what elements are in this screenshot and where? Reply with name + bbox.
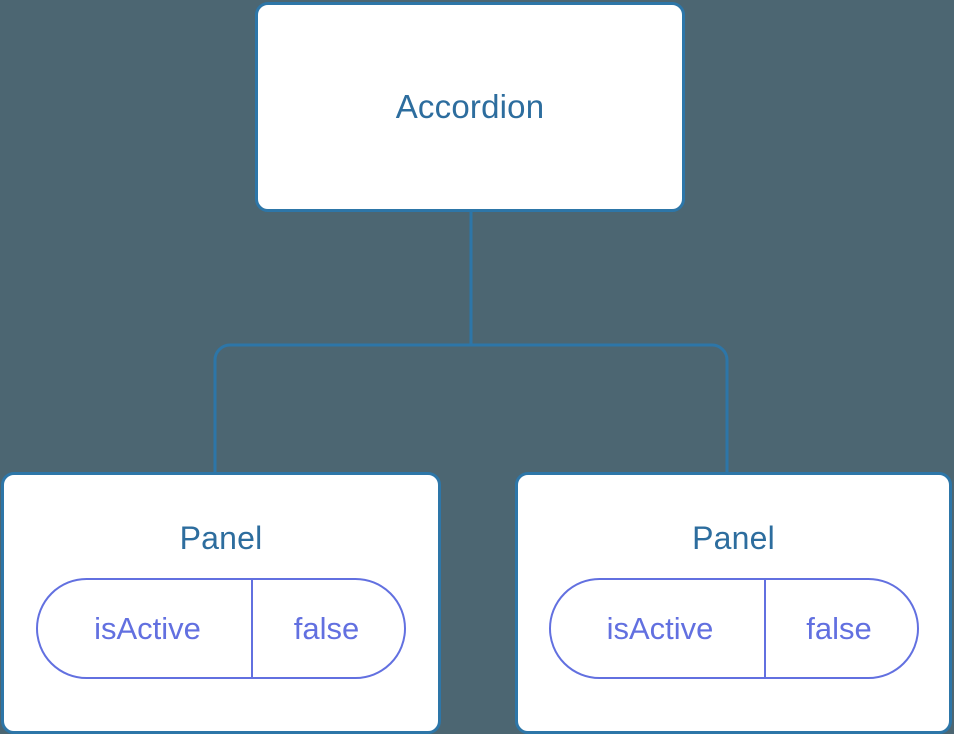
prop-divider [763, 580, 766, 678]
node-panel-right[interactable]: Panel isActive false [515, 472, 952, 734]
node-panel-left-title: Panel [179, 520, 263, 556]
edge-to-panel-left [213, 343, 471, 472]
prop-key-label: isActive [606, 611, 714, 647]
prop-badge-isactive-right[interactable]: isActive false [548, 578, 919, 680]
prop-value-label: false [293, 611, 360, 647]
edge-to-panel-right [471, 343, 729, 472]
node-panel-right-title: Panel [692, 520, 775, 556]
node-accordion[interactable]: Accordion [255, 2, 685, 212]
prop-key-label: isActive [94, 611, 201, 647]
prop-badge-isactive-left[interactable]: isActive false [36, 578, 406, 680]
prop-divider [251, 580, 253, 678]
prop-value-label: false [806, 611, 872, 647]
node-panel-left[interactable]: Panel isActive false [1, 472, 441, 734]
node-accordion-title: Accordion [395, 87, 545, 125]
